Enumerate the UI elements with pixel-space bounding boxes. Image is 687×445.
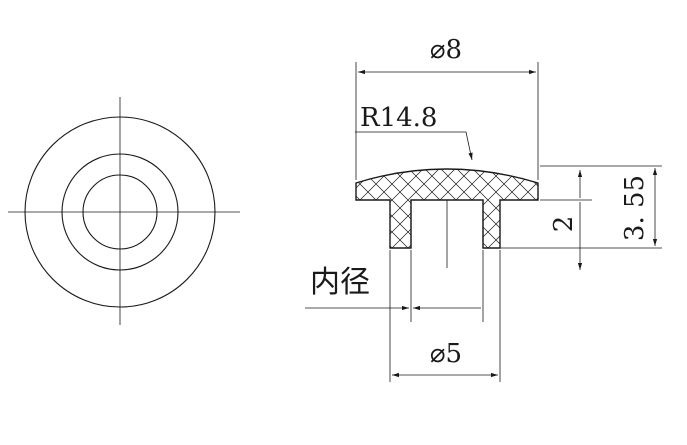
section-view: ⌀8 R14.8 2 3. 55 内径 ⌀5 [305,35,662,382]
step-height-label: 2 [549,216,579,233]
radius-label: R14.8 [360,103,437,133]
radius-leader [355,131,473,161]
total-height-label: 3. 55 [620,175,650,241]
inner-bore [410,200,484,248]
top-view [8,97,240,325]
outer-diameter-label: ⌀8 [430,35,462,65]
stem-diameter-label: ⌀5 [430,339,462,369]
inner-diameter-text: 内径 [310,265,370,300]
